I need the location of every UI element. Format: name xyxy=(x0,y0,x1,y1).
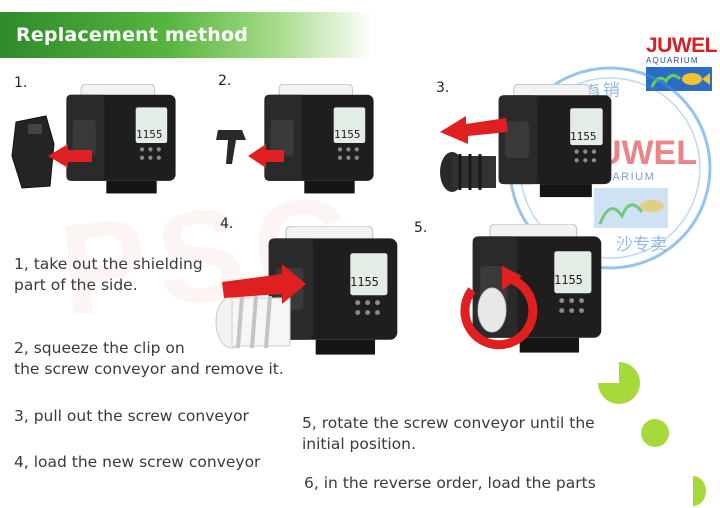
stamp-bottom-text: 沙专卖 xyxy=(616,235,667,255)
step-number-2: 2. xyxy=(218,73,232,89)
page-title: Replacement method xyxy=(16,24,249,46)
decorative-dot xyxy=(598,362,640,404)
instruction-6: 6, in the reverse order, load the parts xyxy=(304,474,596,492)
display-readout: 1155 xyxy=(554,273,583,287)
decorative-dot xyxy=(693,476,706,506)
logo-wordmark: JUWEL xyxy=(646,34,718,57)
rotate-arrow-icon xyxy=(460,273,538,350)
screw-conveyor xyxy=(440,152,496,192)
instruction-2: 2, squeeze the clip on the screw conveyo… xyxy=(14,339,284,378)
instruction-4: 4, load the new screw conveyor xyxy=(14,453,261,471)
logo-subtitle: AQUARIUM xyxy=(646,56,699,65)
step-1-illustration: 1155 xyxy=(11,84,177,194)
step-2-illustration: 1155 xyxy=(216,84,375,194)
step-3-illustration: 1155 xyxy=(440,84,612,198)
decorative-dot xyxy=(641,419,669,447)
step-5-illustration: 1155 xyxy=(460,224,602,354)
display-readout: 1155 xyxy=(136,128,163,141)
step-number-1: 1. xyxy=(14,75,28,91)
screw-conveyor xyxy=(215,295,291,349)
display-readout: 1155 xyxy=(350,275,379,289)
step-number-4: 4. xyxy=(220,216,234,232)
instruction-3: 3, pull out the screw conveyor xyxy=(14,407,249,425)
arrow-icon xyxy=(248,144,284,168)
step-number-3: 3. xyxy=(436,80,450,96)
display-readout: 1155 xyxy=(334,128,361,141)
arrow-icon xyxy=(48,144,92,168)
instruction-5: 5, rotate the screw conveyor until the i… xyxy=(302,414,595,453)
arrow-icon xyxy=(440,116,508,144)
header-banner xyxy=(0,12,372,58)
step-number-5: 5. xyxy=(414,220,428,236)
step-4-illustration: 1155 xyxy=(215,226,398,356)
display-readout: 1155 xyxy=(570,130,597,143)
arrow-icon xyxy=(222,264,306,304)
instruction-1: 1, take out the shielding part of the si… xyxy=(14,255,203,294)
